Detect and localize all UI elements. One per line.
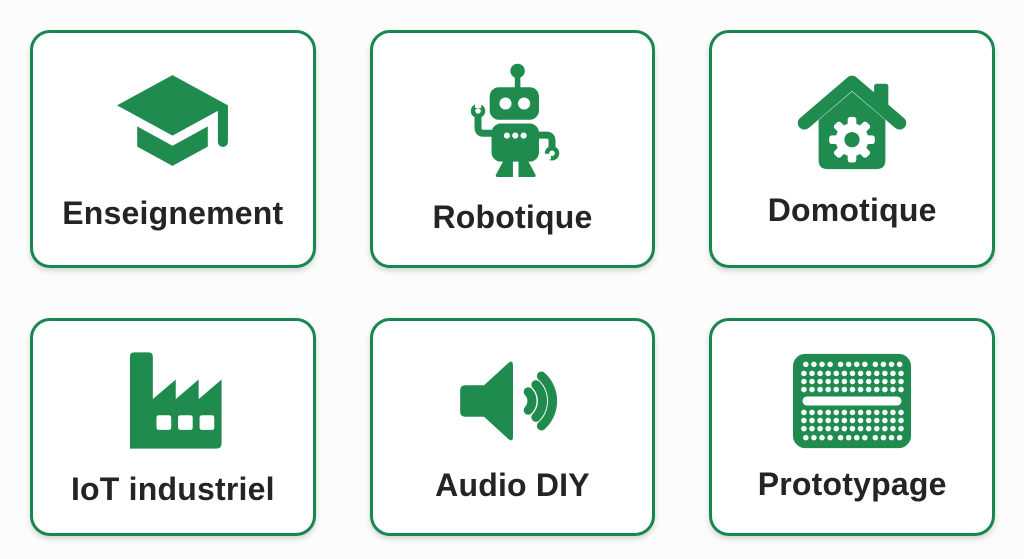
card-label: Domotique bbox=[767, 192, 937, 229]
category-grid: Enseignement bbox=[30, 30, 995, 536]
card-label: Enseignement bbox=[62, 195, 284, 232]
house-gear-icon bbox=[793, 69, 911, 177]
card-robotique[interactable]: Robotique bbox=[369, 30, 656, 268]
card-label: Prototypage bbox=[757, 466, 947, 503]
factory-icon bbox=[118, 346, 228, 456]
card-label: Robotique bbox=[432, 198, 593, 235]
card-prototypage[interactable]: Prototypage bbox=[709, 318, 995, 536]
graduation-cap-icon bbox=[112, 66, 233, 180]
card-domotique[interactable]: Domotique bbox=[709, 30, 995, 268]
card-iot-industriel[interactable]: IoT industriel bbox=[30, 318, 316, 536]
card-label: IoT industriel bbox=[70, 471, 275, 508]
card-enseignement[interactable]: Enseignement bbox=[30, 30, 316, 268]
card-audio-diy[interactable]: Audio DIY bbox=[369, 318, 656, 536]
card-label: Audio DIY bbox=[435, 467, 590, 504]
speaker-icon bbox=[451, 350, 573, 452]
breadboard-icon bbox=[790, 351, 914, 451]
robot-icon bbox=[456, 63, 568, 184]
